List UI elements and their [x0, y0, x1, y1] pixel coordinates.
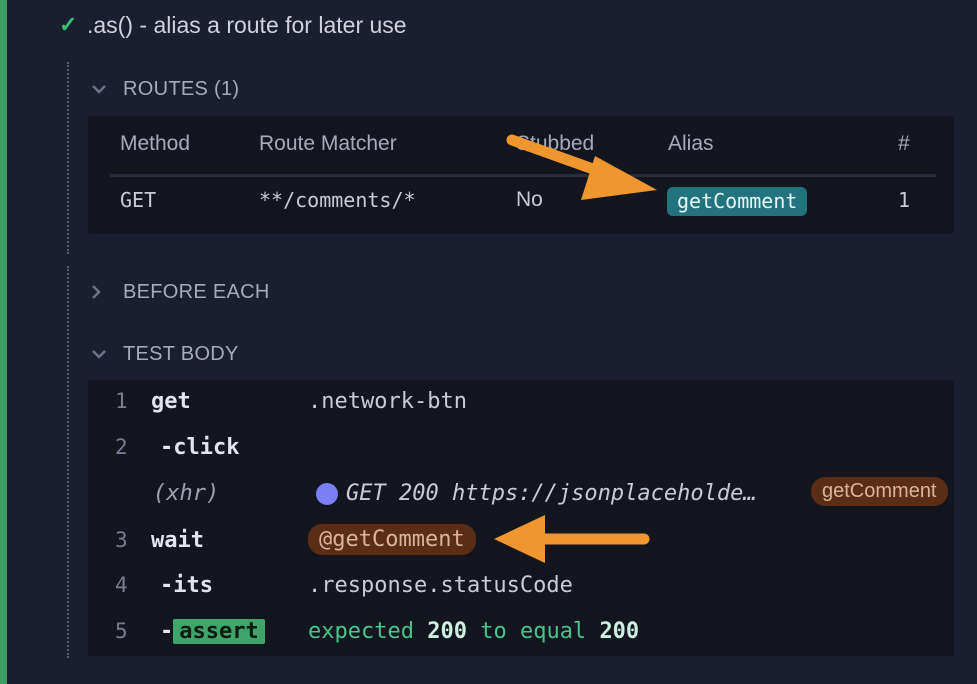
assert-row[interactable]: 5 -assert expected 200 to equal 200	[88, 619, 954, 665]
request-status-dot-icon	[316, 482, 338, 505]
route-stubbed: No	[516, 188, 543, 211]
command-number: 3	[115, 528, 128, 552]
test-body-header[interactable]: TEST BODY	[91, 339, 239, 369]
command-message: .network-btn	[308, 389, 467, 414]
route-alias-badge: getComment	[667, 187, 808, 216]
command-name: -its	[160, 573, 213, 598]
command-row[interactable]: 1 get .network-btn	[88, 389, 954, 435]
command-number: 1	[115, 389, 128, 413]
command-name: -click	[160, 435, 240, 460]
command-row[interactable]: 3 wait @getComment	[88, 524, 954, 574]
hook-divider	[67, 266, 69, 658]
command-prefix: -	[160, 619, 174, 644]
test-pass-indicator-bar	[0, 0, 7, 684]
xhr-alias-badge: getComment	[811, 477, 948, 506]
command-log: ✓ .as() - alias a route for later use RO…	[7, 0, 977, 684]
chevron-down-icon	[91, 84, 123, 94]
routes-divider	[110, 174, 936, 177]
xhr-row[interactable]: (xhr) GET 200 https://jsonplaceholde… ge…	[88, 477, 954, 527]
col-alias: Alias	[668, 132, 714, 155]
route-matcher: **/comments/*	[259, 188, 416, 212]
command-number: 4	[115, 573, 128, 597]
before-each-label: BEFORE EACH	[123, 280, 270, 303]
command-message: .response.statusCode	[308, 573, 573, 598]
actual-value: 200	[599, 619, 640, 644]
routes-header-label: ROUTES (1)	[123, 77, 240, 100]
chevron-down-icon	[91, 349, 123, 359]
before-each-header[interactable]: BEFORE EACH	[91, 277, 270, 307]
col-stubbed: Stubbed	[516, 132, 595, 155]
command-message: GET 200 https://jsonplaceholde…	[316, 481, 757, 506]
routes-header[interactable]: ROUTES (1)	[91, 74, 239, 104]
to-equal-label: to equal	[480, 619, 587, 644]
assertion-message: expected 200 to equal 200	[308, 619, 639, 644]
hook-divider	[67, 62, 69, 254]
col-count: #	[898, 132, 910, 155]
command-name: wait	[151, 528, 204, 553]
check-icon: ✓	[59, 12, 78, 37]
command-row[interactable]: 4 -its .response.statusCode	[88, 573, 954, 619]
wait-alias-badge: @getComment	[308, 524, 476, 555]
command-name: (xhr)	[153, 481, 220, 506]
command-name: get	[151, 389, 191, 414]
col-method: Method	[120, 132, 191, 155]
expected-label: expected	[308, 619, 414, 644]
expected-value: 200	[427, 619, 467, 644]
request-text: GET 200 https://jsonplaceholde…	[346, 481, 757, 506]
test-body-label: TEST BODY	[123, 342, 239, 365]
command-number: 5	[115, 619, 128, 643]
route-count: 1	[898, 188, 911, 212]
chevron-right-icon	[91, 284, 123, 300]
test-body-commands: 1 get .network-btn 2 -click (xhr) GET 20…	[88, 380, 954, 656]
command-row[interactable]: 2 -click	[88, 435, 954, 481]
col-route-matcher: Route Matcher	[259, 132, 397, 155]
assert-badge: assert	[173, 619, 265, 644]
routes-table-header: Method Route Matcher Stubbed Alias #	[88, 116, 954, 176]
route-method: GET	[120, 188, 157, 212]
command-name: -assert	[160, 619, 265, 644]
test-title-text: .as() - alias a route for later use	[87, 11, 407, 38]
routes-table: Method Route Matcher Stubbed Alias # GET…	[88, 116, 954, 234]
test-title[interactable]: ✓ .as() - alias a route for later use	[59, 8, 407, 42]
command-number: 2	[115, 435, 128, 459]
